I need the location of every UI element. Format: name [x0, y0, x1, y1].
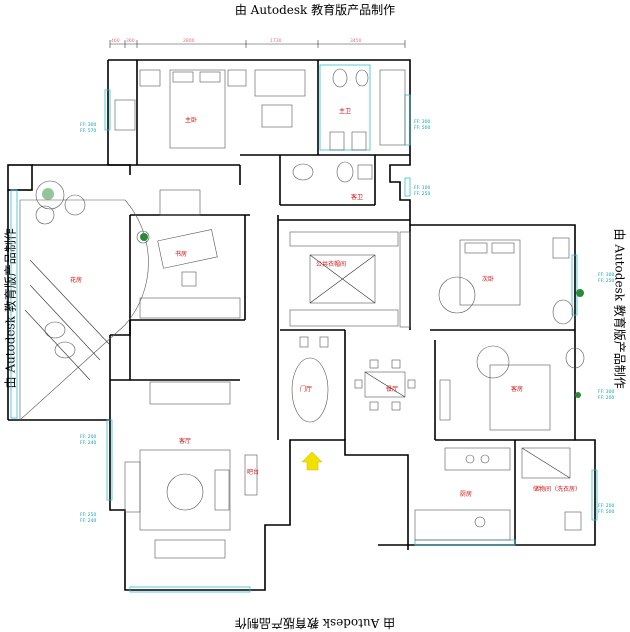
dim-label: 1730 [270, 38, 282, 44]
room-label-bar: 吧台 [247, 468, 259, 476]
elevation-label: FF: 570 [80, 128, 97, 134]
second-bedroom-furniture [438, 237, 574, 325]
elevation-label: FF: 300 [598, 272, 615, 278]
elevation-label: FF: 250 [80, 512, 97, 518]
storage-fixtures [521, 447, 582, 531]
master-bedroom-furniture [114, 69, 306, 216]
study-furniture [136, 229, 241, 319]
elevation-label: FF: 200 [598, 503, 615, 509]
room-labels: 主卧 主卫 客卫 书房 花房 公共衣帽间 次卧 门厅 餐厅 客房 客厅 吧台 厨… [70, 107, 581, 498]
elevation-label: FF: 100 [414, 185, 431, 191]
room-label-study: 书房 [175, 250, 187, 258]
cloakroom-furniture [289, 231, 411, 328]
elevation-label: FF: 240 [80, 518, 97, 524]
elevation-label: FF: 250 [598, 278, 615, 284]
walls [7, 59, 596, 591]
room-label-second-bedroom: 次卧 [482, 275, 494, 283]
kitchen-furniture [414, 447, 511, 541]
plant-icon [42, 188, 584, 398]
room-label-living: 客厅 [179, 437, 191, 445]
elevation-label: FF: 240 [80, 440, 97, 446]
dim-label: 2800 [183, 38, 195, 44]
master-bath-fixtures [319, 64, 406, 151]
elevation-label: FF: 250 [414, 191, 431, 197]
elevation-label: FF: 200 [598, 395, 615, 401]
elevation-markers: FF: 300 FF: 570 FF: 300 FF: 500 FF: 100 … [80, 119, 615, 524]
garden [19, 180, 149, 421]
room-label-guest-room: 客房 [511, 385, 523, 393]
room-label-kitchen: 厨房 [460, 490, 472, 498]
room-label-master-bedroom: 主卧 [185, 116, 197, 124]
dim-label: 360 [126, 38, 135, 44]
elevation-label: FF: 300 [414, 119, 431, 125]
living-furniture [124, 381, 258, 559]
guest-room-furniture [439, 345, 585, 431]
room-label-foyer: 门厅 [300, 385, 312, 393]
elevation-label: FF: 200 [80, 434, 97, 440]
guest-bath-fixtures [292, 161, 373, 183]
room-label-cloakroom: 公共衣帽间 [316, 260, 346, 268]
room-label-master-bath: 主卫 [339, 107, 351, 115]
entry-arrow-icon [301, 451, 323, 471]
watermark-top: 由 Autodesk 教育版产品制作 [234, 3, 396, 17]
elevation-label: FF: 500 [598, 509, 615, 515]
room-label-storage: 储物间（洗衣房） [533, 485, 581, 493]
dimension-chain: 460 360 2800 1730 3450 [109, 38, 406, 48]
room-label-guest-bath: 客卫 [351, 193, 363, 201]
dim-label: 460 [111, 38, 120, 44]
dim-label: 3450 [350, 38, 362, 44]
elevation-label: FF: 300 [598, 389, 615, 395]
room-label-dining: 餐厅 [386, 385, 398, 393]
elevation-label: FF: 300 [80, 122, 97, 128]
foyer [291, 336, 329, 423]
dining-furniture [354, 359, 416, 411]
elevation-label: FF: 500 [414, 125, 431, 131]
room-label-garden: 花房 [70, 276, 82, 284]
